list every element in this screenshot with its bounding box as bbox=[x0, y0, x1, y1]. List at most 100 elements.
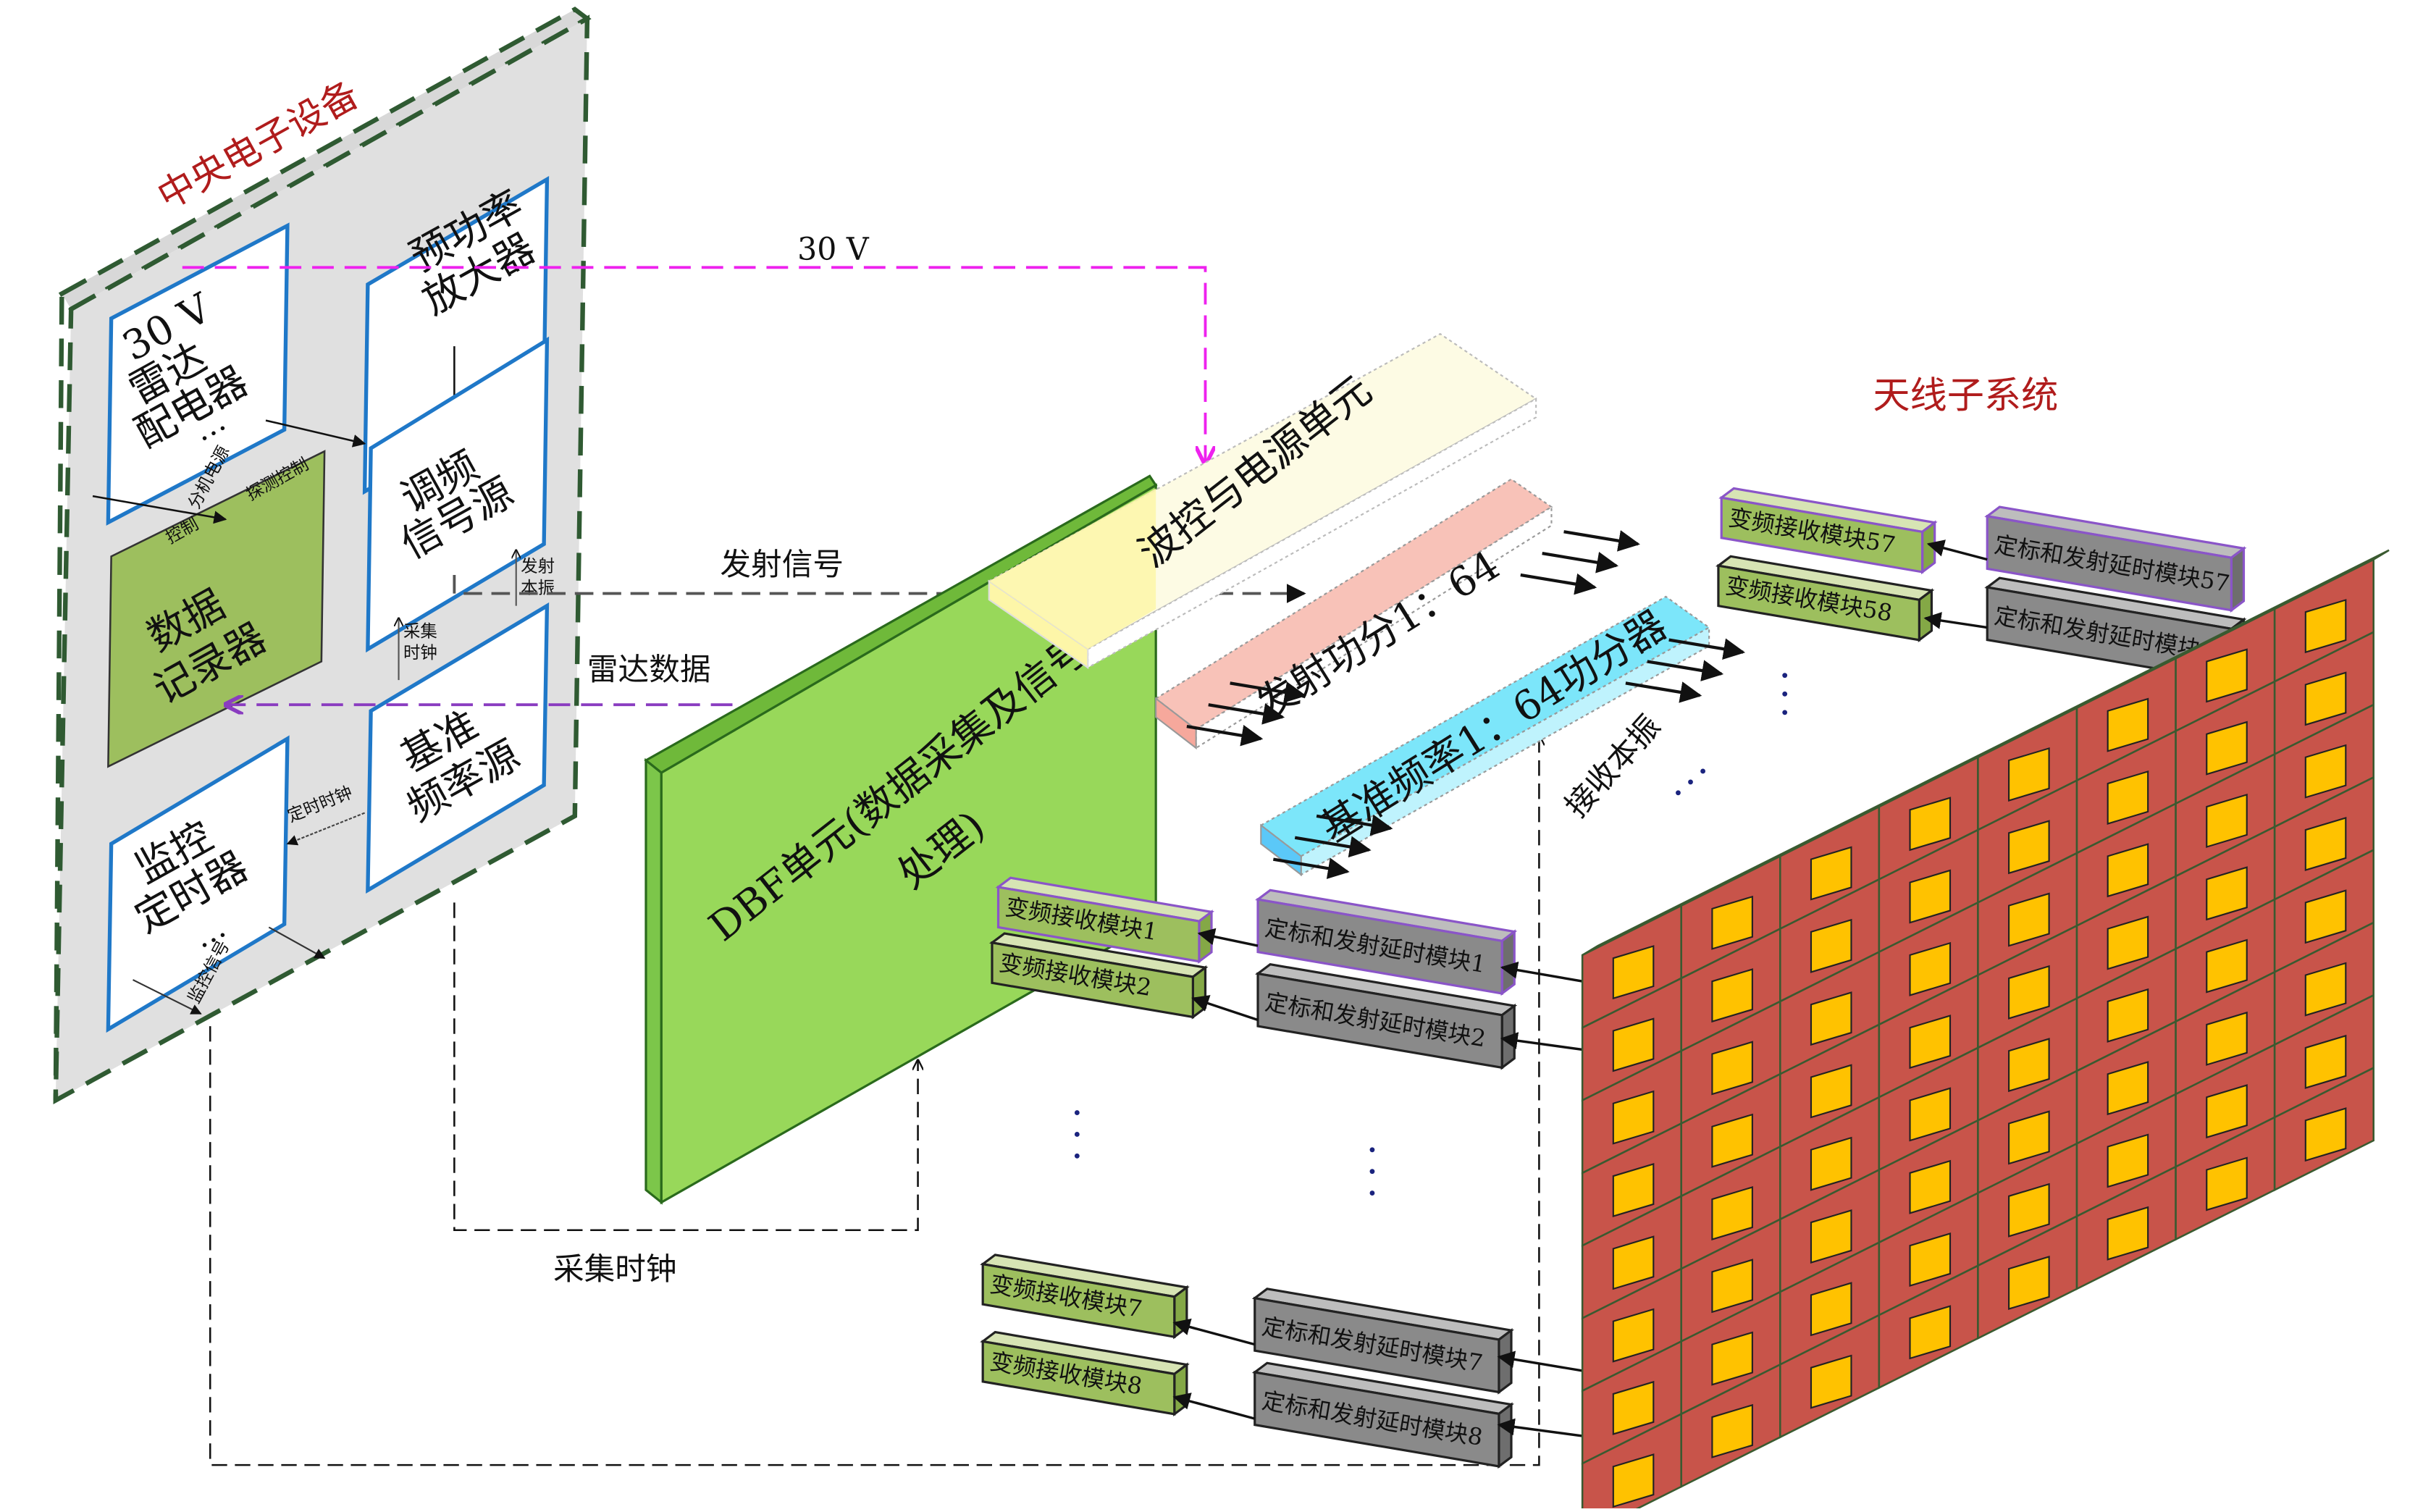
cal-delay-module: 定标和发射延时模块58 bbox=[1984, 576, 2247, 684]
antenna-patch bbox=[2304, 962, 2347, 1017]
antenna-patch bbox=[1612, 1453, 1655, 1508]
rx-module: 变频接收模块8 bbox=[980, 1330, 1190, 1417]
antenna-patch bbox=[1810, 1209, 1852, 1264]
ref-frequency-divider bbox=[1259, 595, 1711, 877]
antenna-patch bbox=[2206, 1156, 2248, 1211]
antenna-patch bbox=[2304, 889, 2347, 944]
antenna-patch bbox=[1909, 1159, 1952, 1214]
sample-clock-small-1: 采集 bbox=[403, 621, 437, 641]
antenna-patch bbox=[1909, 1305, 1952, 1360]
antenna-patch bbox=[2304, 816, 2347, 871]
sample-clock-small-2: 时钟 bbox=[403, 642, 437, 663]
antenna-patch bbox=[2107, 988, 2149, 1043]
cal-delay-module: 定标和发射延时模块7 bbox=[1251, 1288, 1514, 1395]
module-link-arrow bbox=[1500, 961, 1592, 985]
monitor-timer-block: 监控 定时器 … bbox=[106, 735, 290, 1033]
antenna-patch bbox=[1810, 1354, 1852, 1409]
antenna-patch bbox=[1612, 1235, 1655, 1290]
antenna-patch bbox=[2107, 697, 2149, 752]
antenna-patch bbox=[2304, 671, 2347, 726]
antenna-array bbox=[1581, 549, 2390, 1512]
cal-delay-module: 定标和发射延时模块8 bbox=[1251, 1361, 1514, 1469]
antenna-patch bbox=[1810, 1136, 1852, 1191]
fanout-arrow bbox=[1625, 681, 1702, 703]
antenna-patch bbox=[2008, 1256, 2050, 1311]
antenna-patch bbox=[1810, 991, 1852, 1046]
antenna-patch bbox=[2206, 648, 2248, 703]
sample-clock-label: 采集时钟 bbox=[553, 1251, 677, 1288]
antenna-patch bbox=[2206, 938, 2248, 994]
v30-power-line bbox=[182, 266, 1206, 463]
antenna-patch bbox=[1810, 1282, 1852, 1337]
fanout-arrow bbox=[1647, 660, 1724, 681]
fanout-arrow bbox=[1294, 836, 1372, 858]
antenna-patch bbox=[2304, 1034, 2347, 1089]
antenna-patch bbox=[1711, 968, 1753, 1023]
rx-module: 变频接收模块7 bbox=[980, 1253, 1190, 1340]
antenna-patch bbox=[2008, 747, 2050, 802]
antenna-patch bbox=[2107, 843, 2149, 898]
fanout-arrow bbox=[1668, 638, 1746, 660]
fanout-arrows bbox=[1186, 530, 1746, 879]
sample-clock-line bbox=[453, 902, 917, 1232]
antenna-patch bbox=[2206, 721, 2248, 776]
antenna-patch bbox=[2008, 1038, 2050, 1093]
antenna-patch bbox=[2008, 820, 2050, 875]
antenna-top-edge bbox=[1582, 549, 2390, 957]
module-link-arrow bbox=[1923, 612, 1988, 629]
rx-lo-label: 接收本振 bbox=[1558, 708, 1668, 824]
antenna-patch bbox=[1711, 1331, 1753, 1386]
monitor-out-arrow-2 bbox=[133, 979, 202, 1015]
antenna-patch bbox=[1909, 869, 1952, 924]
cal-delay-module: 定标和发射延时模块57 bbox=[1984, 505, 2247, 613]
fm-signal-source-block: 调频 信号源 bbox=[366, 336, 550, 653]
antenna-patch bbox=[1909, 1087, 1952, 1142]
antenna-patch bbox=[2008, 1183, 2050, 1238]
beam-power-unit bbox=[987, 332, 1538, 670]
antenna-patch bbox=[1810, 846, 1852, 901]
tx-lo-label-1: 发射 bbox=[521, 556, 555, 576]
module-link-arrow bbox=[1500, 1032, 1592, 1052]
cal-delay-module: 定标和发射延时模块1 bbox=[1255, 889, 1518, 996]
antenna-patch bbox=[2008, 892, 2050, 947]
fanout-arrow bbox=[1520, 573, 1597, 595]
antenna-patch bbox=[2206, 793, 2248, 848]
fanout-arrow bbox=[1230, 681, 1306, 703]
monitor-out-arrow-1 bbox=[268, 926, 326, 959]
fanout-arrow bbox=[1542, 551, 1619, 574]
antenna-patch bbox=[2107, 1061, 2149, 1116]
panel-left-edge bbox=[53, 296, 64, 1101]
antenna-patch bbox=[2304, 1107, 2347, 1162]
antenna-patch bbox=[2206, 1011, 2248, 1066]
antenna-patch bbox=[1711, 1185, 1753, 1240]
antenna-patch bbox=[1909, 797, 1952, 852]
antenna-patch bbox=[1612, 1308, 1655, 1363]
module-link-arrow bbox=[1197, 928, 1259, 947]
ellipsis-dots bbox=[1074, 673, 1788, 1196]
antenna-patch bbox=[1711, 895, 1753, 950]
power-to-fm-arrow bbox=[265, 419, 366, 448]
v30-label: 30 V bbox=[797, 232, 870, 268]
module-link-arrow bbox=[1191, 995, 1259, 1022]
antenna-patch bbox=[2304, 599, 2347, 654]
antenna-patch bbox=[2206, 1084, 2248, 1139]
dbf-unit bbox=[644, 474, 1158, 1205]
rx-module: 变频接收模块2 bbox=[989, 932, 1209, 1020]
module-link-arrow bbox=[1926, 539, 1988, 561]
antenna-patch bbox=[2008, 1110, 2050, 1165]
antenna-patch bbox=[2107, 770, 2149, 825]
fanout-arrow bbox=[1273, 857, 1350, 879]
antenna-patch bbox=[1810, 918, 1852, 973]
radar-data-label: 雷达数据 bbox=[587, 652, 711, 688]
antenna-patch bbox=[1612, 1090, 1655, 1145]
antenna-patch bbox=[1909, 1015, 1952, 1070]
antenna-title: 天线子系统 bbox=[1873, 374, 2058, 418]
antenna-patch bbox=[2107, 915, 2149, 970]
antenna-patch bbox=[1612, 1162, 1655, 1217]
fanout-arrow bbox=[1316, 814, 1393, 836]
antenna-patch bbox=[2304, 744, 2347, 799]
antenna-patch bbox=[1711, 1259, 1753, 1314]
module-link-arrow bbox=[1497, 1418, 1592, 1439]
